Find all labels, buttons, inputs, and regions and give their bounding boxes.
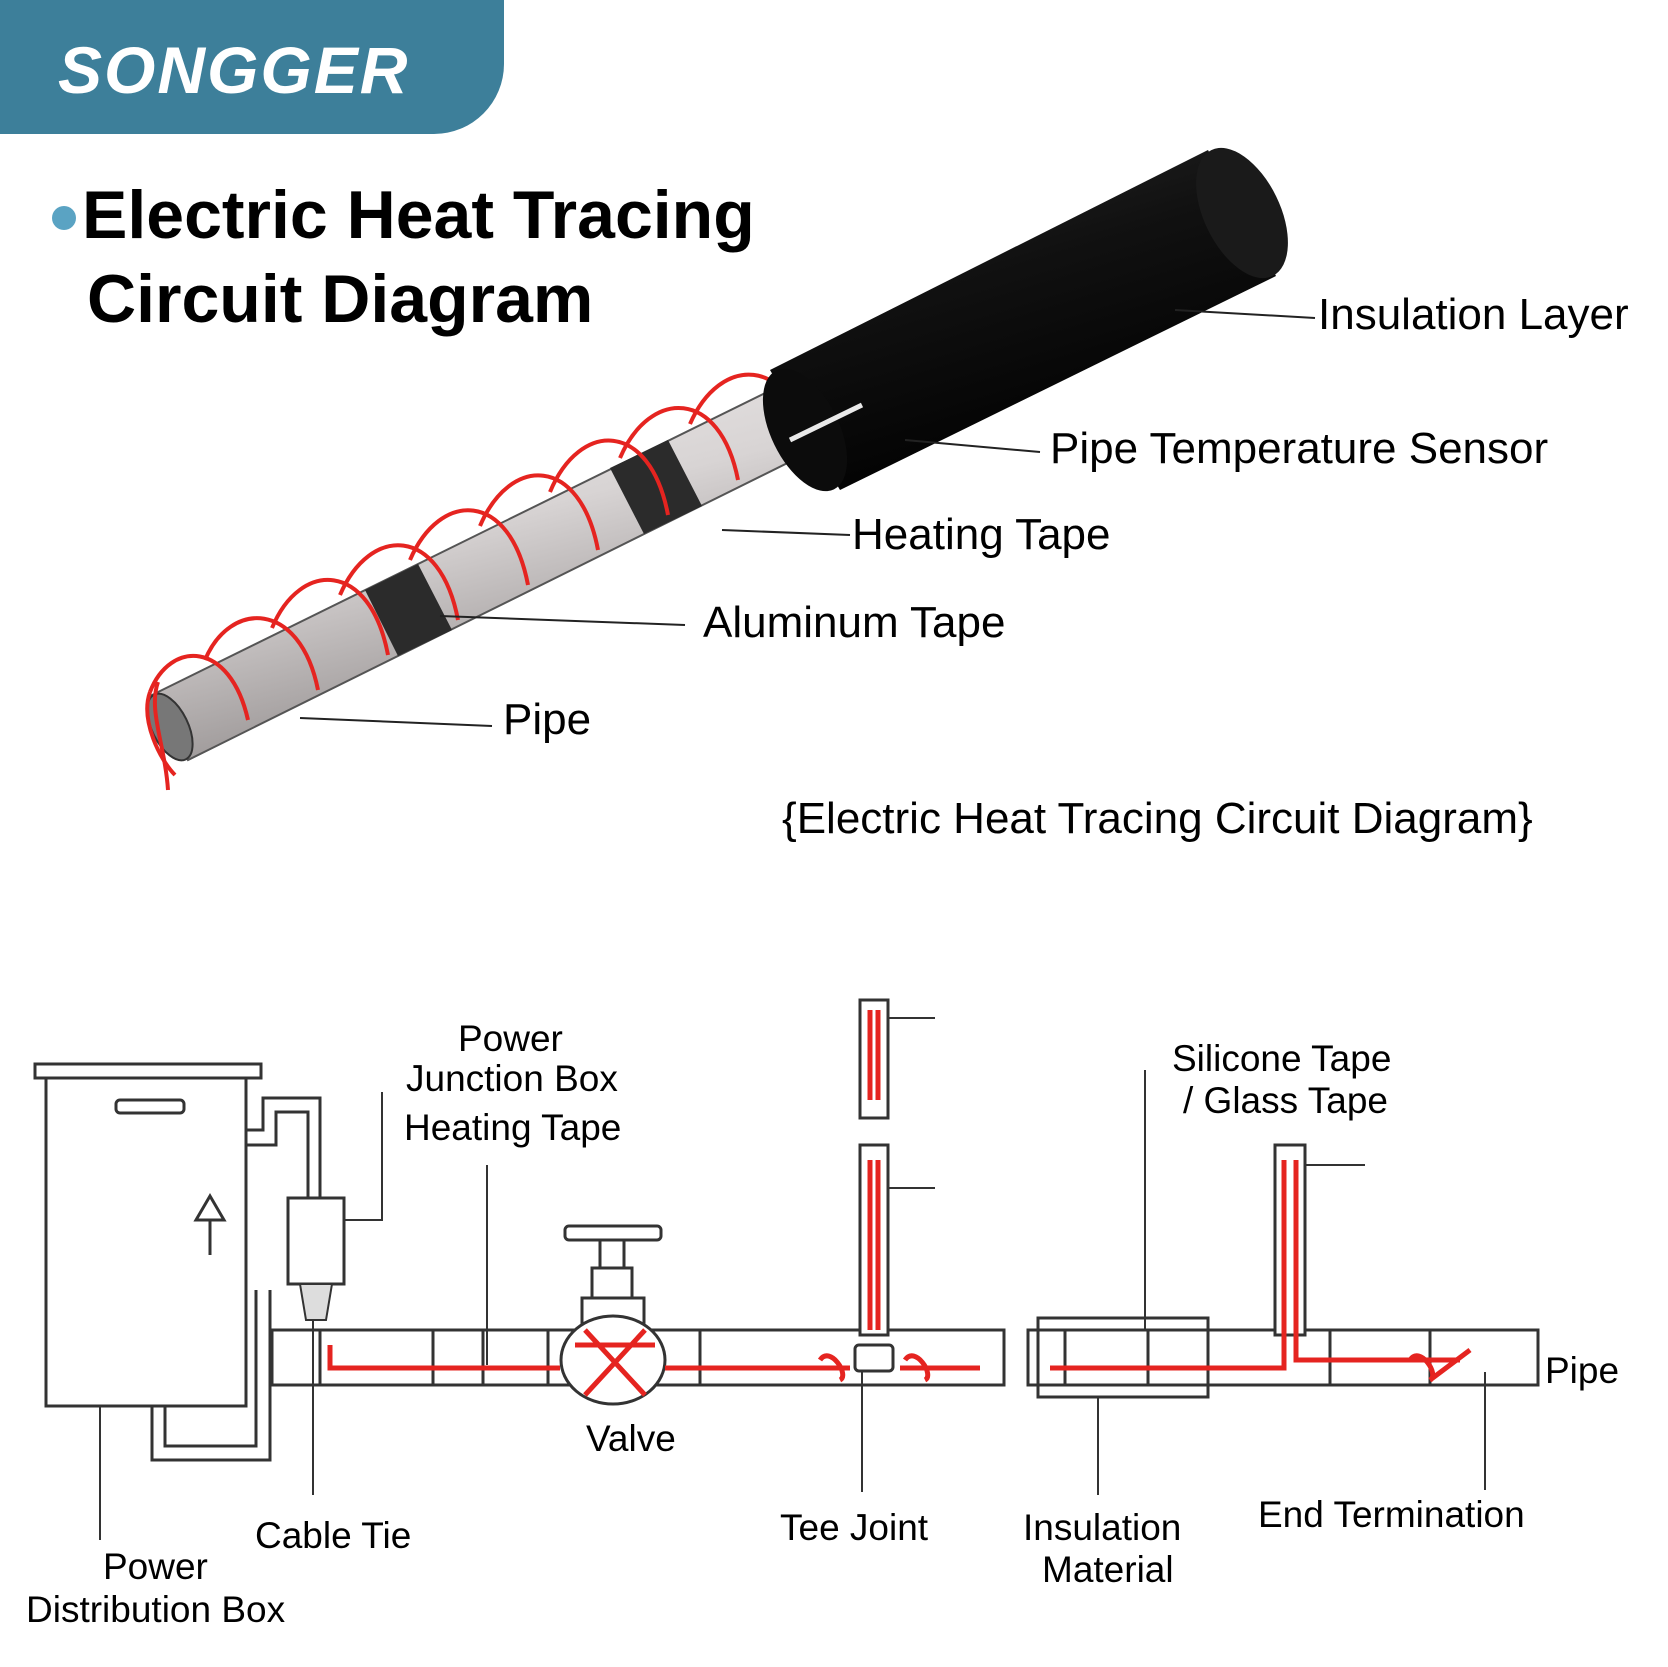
temperature-sensor-probe xyxy=(788,402,864,443)
label-insulation-material-line2: Material xyxy=(1042,1549,1174,1590)
label-insulation-material-line1: Insulation xyxy=(1023,1507,1182,1548)
page-title-line2: Circuit Diagram xyxy=(87,261,594,337)
title-bullet-icon xyxy=(52,206,76,230)
diagram-caption: {Electric Heat Tracing Circuit Diagram} xyxy=(782,794,1533,843)
label-pipe: Pipe xyxy=(503,695,592,744)
label-cable-tie: Cable Tie xyxy=(255,1515,412,1556)
cable-ties xyxy=(318,1330,1432,1385)
branch-pipe-right xyxy=(1273,1143,1307,1337)
insulation-layer xyxy=(770,150,1276,490)
hazard-symbol-icon xyxy=(193,1193,227,1255)
insulation-end-cap xyxy=(1196,147,1288,279)
label-heating-tape-bottom: Heating Tape xyxy=(404,1107,622,1148)
heating-tape-run xyxy=(327,1010,1472,1397)
tee-branch-pipe xyxy=(858,1143,890,1337)
junction-box-connector xyxy=(298,1283,334,1321)
page-title-line1: Electric Heat Tracing xyxy=(82,177,755,253)
valve xyxy=(559,1224,667,1406)
label-pipe-temperature-sensor: Pipe Temperature Sensor xyxy=(1050,424,1549,473)
label-valve: Valve xyxy=(586,1418,676,1459)
label-end-termination: End Termination xyxy=(1258,1494,1525,1535)
label-aluminum-tape: Aluminum Tape xyxy=(703,598,1006,647)
label-power-distribution-box-line1: Power xyxy=(103,1546,208,1587)
tee-joint-fitting xyxy=(853,1343,895,1373)
power-junction-box xyxy=(286,1196,346,1286)
label-silicone-tape-line1: Silicone Tape xyxy=(1172,1038,1392,1079)
label-tee-joint: Tee Joint xyxy=(780,1507,929,1548)
label-pipe-bottom: Pipe xyxy=(1545,1350,1620,1391)
leader-lines-bottom xyxy=(99,1017,1486,1540)
aluminum-tape-band xyxy=(365,564,452,656)
pipe-body xyxy=(150,365,852,762)
leader-lines-top xyxy=(299,309,1316,727)
insulation-material-sleeve xyxy=(1036,1316,1210,1399)
aluminum-tape-band xyxy=(610,440,702,534)
label-heating-tape: Heating Tape xyxy=(852,510,1111,559)
heating-tape-spiral xyxy=(145,372,810,791)
label-power-distribution-box-line2: Distribution Box xyxy=(26,1589,286,1630)
label-silicone-tape-line2: / Glass Tape xyxy=(1183,1080,1388,1121)
brand-logo-text: SONGGER xyxy=(58,33,410,107)
label-insulation-layer: Insulation Layer xyxy=(1318,290,1629,339)
brand-logo-banner: SONGGER xyxy=(0,0,504,134)
label-power-junction-box-line2: Junction Box xyxy=(406,1058,618,1099)
distribution-box-handle xyxy=(114,1098,186,1115)
tee-branch-pipe-upper xyxy=(858,998,890,1120)
distribution-box-lid xyxy=(33,1062,263,1080)
label-power-junction-box-line1: Power xyxy=(458,1018,563,1059)
power-distribution-box xyxy=(44,1074,248,1408)
power-conduit xyxy=(150,1096,322,1462)
